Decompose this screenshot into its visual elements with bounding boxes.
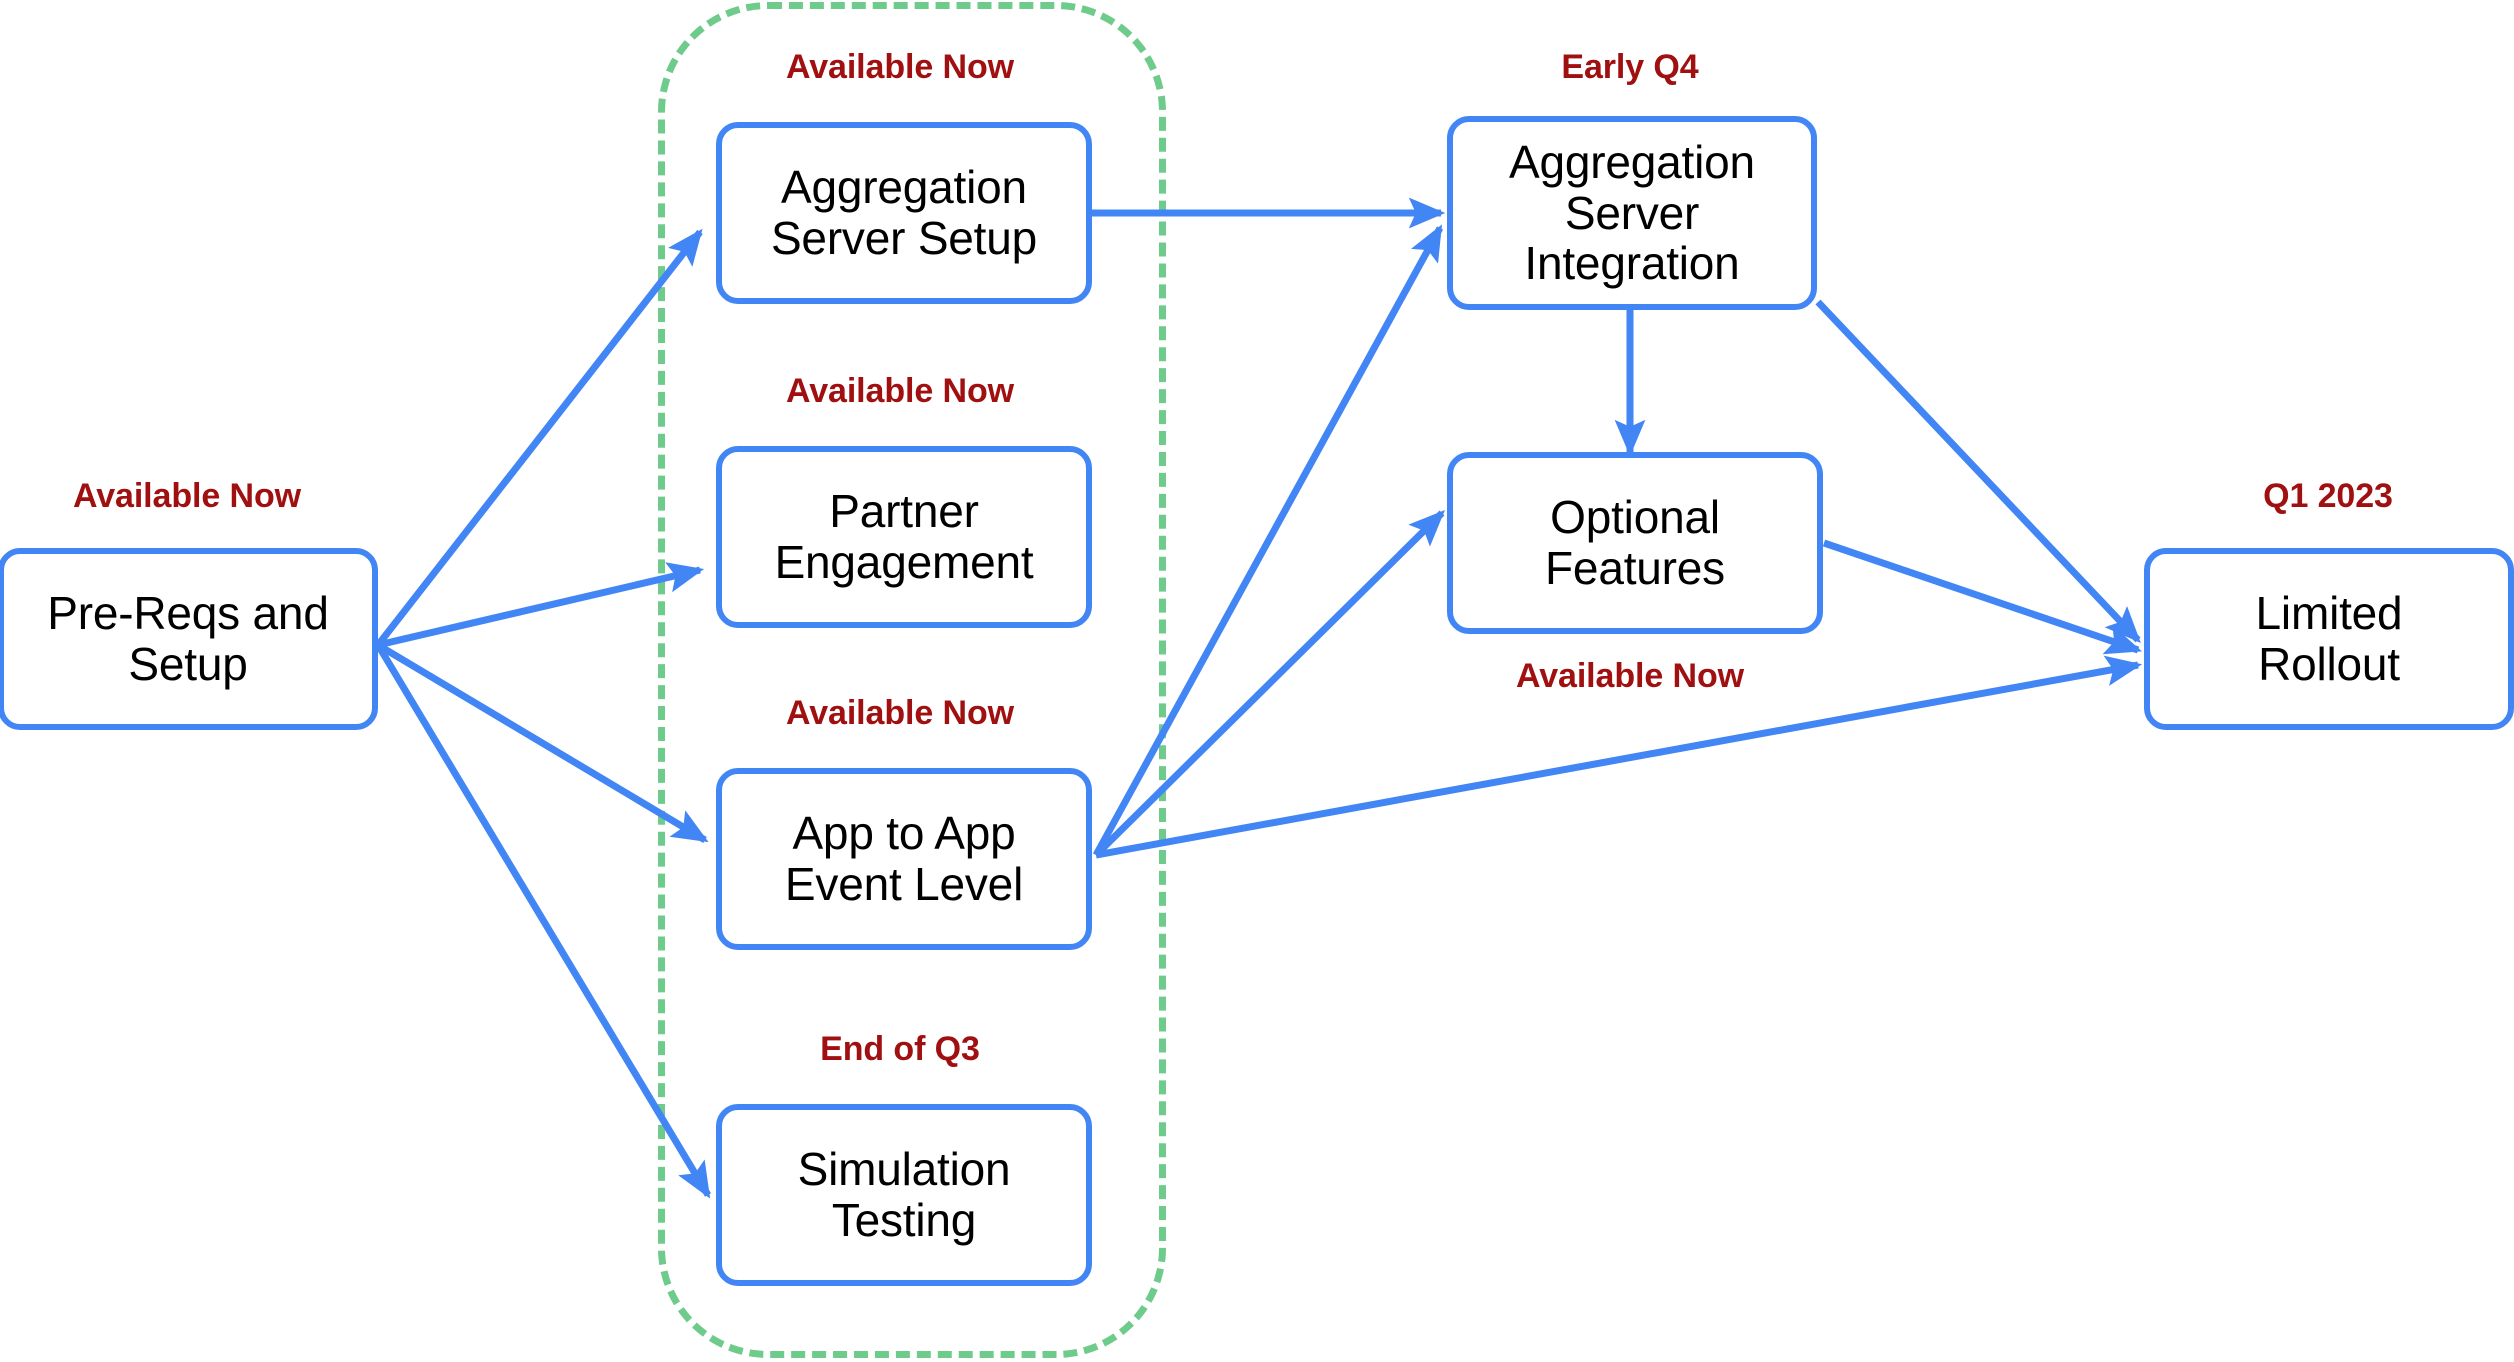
edge-app-to-app-to-optional-features bbox=[1093, 510, 1445, 858]
edge-prereqs-to-aggregation-server-setup bbox=[375, 228, 703, 648]
timing-label-partner-engagement: Available Now bbox=[786, 372, 1014, 410]
node-aggregation-server-setup[interactable]: Aggregation Server Setup bbox=[716, 122, 1092, 304]
node-label-partner-engagement: Partner Engagement bbox=[774, 485, 1034, 588]
node-pre-reqs-and-setup[interactable]: Pre-Reqs and Setup bbox=[0, 548, 378, 730]
node-label-optional-features: Optional Features bbox=[1545, 491, 1725, 594]
node-label-app-to-app-event-level: App to App Event Level bbox=[784, 807, 1024, 910]
timing-label-simulation-testing: End of Q3 bbox=[820, 1030, 980, 1068]
node-label-pre-reqs-and-setup: Pre-Reqs and Setup bbox=[47, 587, 329, 690]
node-simulation-testing[interactable]: Simulation Testing bbox=[716, 1104, 1092, 1286]
timing-label-optional-features: Available Now bbox=[1516, 657, 1744, 695]
timing-label-aggregation-server-integration: Early Q4 bbox=[1561, 48, 1699, 86]
timing-label-pre-reqs-and-setup: Available Now bbox=[73, 477, 301, 515]
node-limited-rollout[interactable]: Limited Rollout bbox=[2144, 548, 2514, 730]
node-app-to-app-event-level[interactable]: App to App Event Level bbox=[716, 768, 1092, 950]
edge-prereqs-to-simulation-testing bbox=[374, 643, 712, 1199]
node-label-limited-rollout: Limited Rollout bbox=[2255, 587, 2403, 690]
node-label-simulation-testing: Simulation Testing bbox=[797, 1143, 1011, 1246]
node-aggregation-server-integration[interactable]: Aggregation Server Integration bbox=[1447, 116, 1817, 310]
timing-label-aggregation-server-setup: Available Now bbox=[786, 48, 1014, 86]
edge-app-to-app-to-agg-integration bbox=[1092, 224, 1444, 857]
node-optional-features[interactable]: Optional Features bbox=[1447, 452, 1823, 634]
node-label-aggregation-server-integration: Aggregation Server Integration bbox=[1509, 136, 1755, 290]
edge-optional-features-to-limited-rollout bbox=[1822, 539, 2142, 655]
timing-label-app-to-app-event-level: Available Now bbox=[786, 694, 1014, 732]
node-label-aggregation-server-setup: Aggregation Server Setup bbox=[770, 161, 1038, 264]
edge-agg-integration-to-limited-rollout bbox=[1815, 299, 2141, 644]
node-partner-engagement[interactable]: Partner Engagement bbox=[716, 446, 1092, 628]
edge-app-to-app-to-limited-rollout bbox=[1095, 655, 2143, 859]
edge-prereqs-to-partner-engagement bbox=[377, 562, 705, 649]
edge-prereqs-to-app-to-app bbox=[376, 641, 709, 844]
timing-label-limited-rollout: Q1 2023 bbox=[2263, 477, 2393, 515]
